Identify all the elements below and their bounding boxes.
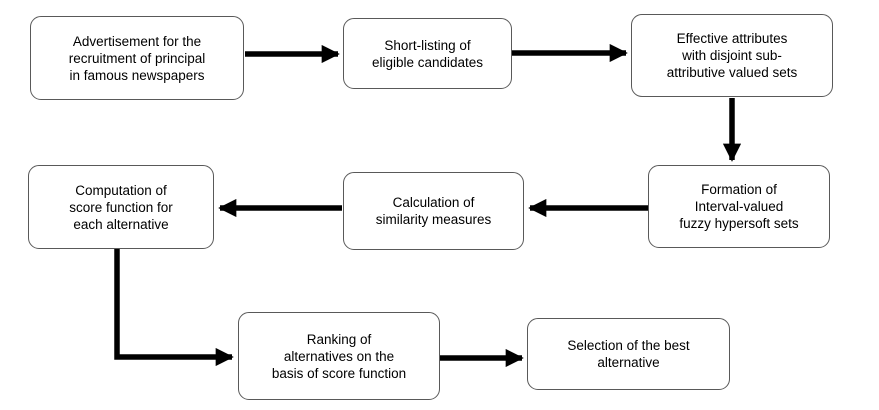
flow-node-shortlisting-label: Short-listing of eligible candidates [371, 37, 484, 70]
flow-node-score-function-label: Computation of score function for each a… [69, 182, 173, 232]
flow-node-score-function: Computation of score function for each a… [28, 165, 214, 249]
flow-node-advertisement: Advertisement for the recruitment of pri… [30, 16, 244, 100]
flow-node-similarity-measures-label: Calculation of similarity measures [375, 195, 492, 227]
flow-node-effective-attributes: Effective attributes with disjoint sub- … [631, 14, 833, 97]
flow-node-ivfhs-formation-label: Formation of Interval-valued fuzzy hyper… [679, 182, 799, 231]
flow-node-shortlisting: Short-listing of eligible candidates [343, 18, 512, 89]
arrow-score-function-to-ranking [114, 248, 234, 367]
flow-node-selection-label: Selection of the best alternative [567, 338, 690, 370]
flow-node-advertisement-label: Advertisement for the recruitment of pri… [68, 33, 206, 83]
flow-node-ranking: Ranking of alternatives on the basis of … [238, 312, 440, 400]
flow-node-selection: Selection of the best alternative [527, 318, 730, 390]
flow-node-ranking-label: Ranking of alternatives on the basis of … [271, 331, 407, 381]
flow-node-ivfhs-formation: Formation of Interval-valued fuzzy hyper… [648, 165, 830, 248]
flow-node-similarity-measures: Calculation of similarity measures [343, 172, 524, 250]
flow-node-effective-attributes-label: Effective attributes with disjoint sub- … [666, 31, 798, 80]
